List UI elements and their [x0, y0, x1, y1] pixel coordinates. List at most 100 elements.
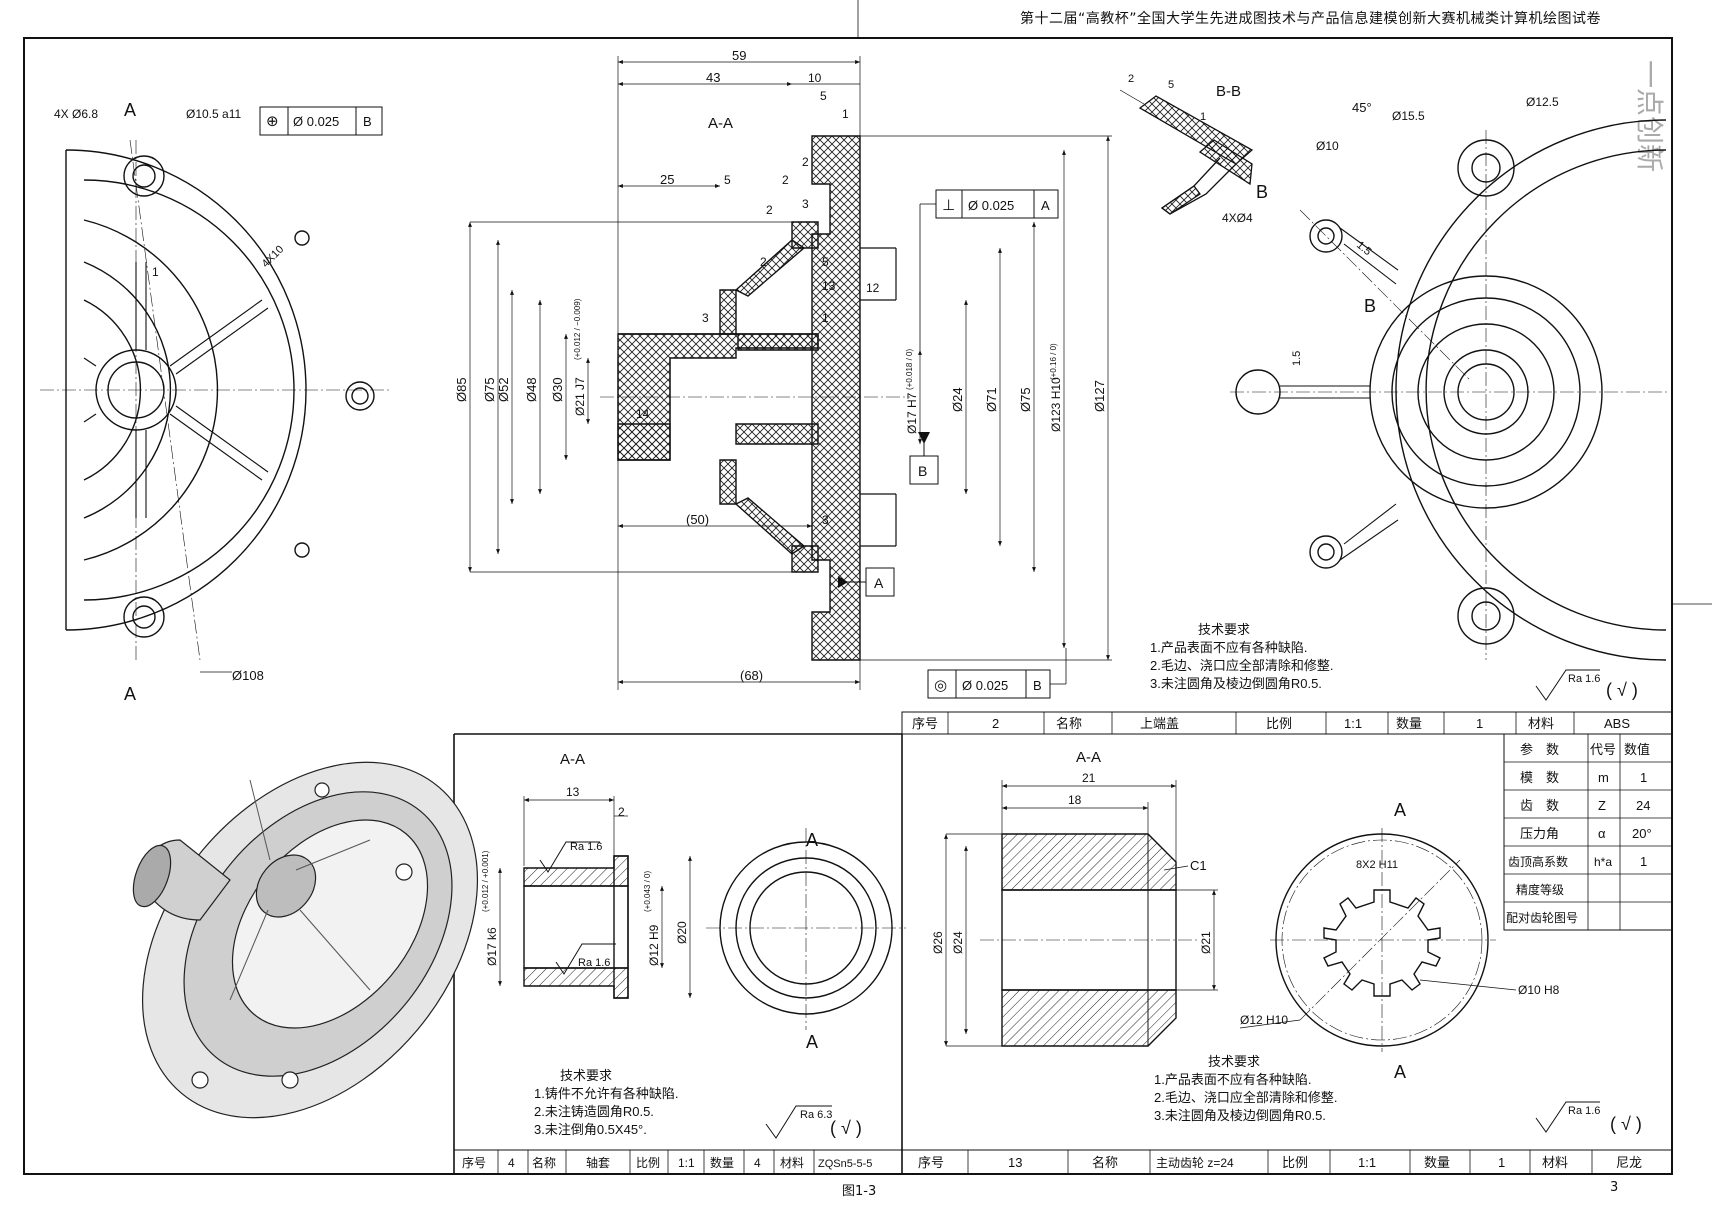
dim-2-a: 2	[782, 173, 789, 187]
datum-b-label: B	[918, 463, 927, 479]
section-letter-a-bottom: A	[124, 684, 136, 704]
dim-dia-75-l: Ø75	[482, 377, 497, 402]
tech-req-1-roughness: Ra 1.6	[1568, 673, 1600, 685]
tb-gear-label-scale: 比例	[1282, 1155, 1308, 1170]
rv-dim-1-5-b: 1.5	[1291, 351, 1303, 366]
gear-annotations: A-A 21 18 C1 Ø26 Ø24 Ø21 8X2 H11 Ø10 H8 …	[931, 749, 1642, 1134]
gdt-conc-datum: B	[1033, 678, 1042, 693]
gdt-perp-datum: A	[1041, 198, 1050, 213]
datum-a-box: A	[838, 567, 895, 597]
datum-a-label: A	[874, 575, 884, 591]
watermark: 一点创新	[1634, 60, 1665, 172]
bushing-roughness-1: Ra 1.6	[570, 841, 602, 853]
gdt-position-frame: ⊕ Ø 0.025 B	[259, 106, 383, 136]
tb-bushing-val-scale: 1:1	[678, 1156, 695, 1170]
rv-section-letter-b-1: B	[1256, 182, 1268, 202]
datum-b-box: B	[909, 432, 939, 485]
gp-row-3-val: 20°	[1632, 826, 1652, 841]
bushing-tol-k6: (+0.012 / +0.001)	[481, 850, 490, 912]
gear-parameter-table-text: 参 数 代号 数值 模 数 m 1 齿 数 Z 24 压力角 α 20° 齿顶高…	[1506, 742, 1652, 925]
gear-dim-dia-24: Ø24	[951, 931, 965, 954]
section-aa-main	[468, 56, 1112, 690]
bushing-dim-dia-17: Ø17 k6	[485, 927, 499, 966]
gdt-position-datum: B	[363, 114, 372, 129]
tech-req-1-check: ( √ )	[1606, 680, 1638, 700]
gdt-perpendicularity-frame: ⊥ Ø 0.025 A	[919, 189, 1059, 350]
gear-dim-c1: C1	[1190, 858, 1207, 873]
section-aa-title: A-A	[708, 115, 733, 132]
gear-parameter-table	[1503, 733, 1673, 931]
isometric-view	[132, 761, 479, 1119]
tech-req-1-title: 技术要求	[1198, 622, 1250, 637]
tb-cover-val-qty: 1	[1476, 716, 1483, 731]
tb-bushing-label-mat: 材料	[780, 1156, 804, 1170]
cover-back-view-annotations: 45° Ø15.5 Ø12.5 Ø10 4XØ4 1.5 1.5 B B	[1222, 95, 1559, 366]
tb-bushing-val-name: 轴套	[586, 1155, 610, 1170]
gear-section	[944, 780, 1218, 1047]
dim-1-top: 1	[842, 107, 849, 121]
tb-gear-label-no: 序号	[918, 1155, 944, 1170]
rv-dim-dia-10: Ø10	[1316, 139, 1339, 153]
dim-2-b: 2	[802, 155, 809, 169]
bushing-dim-2: 2	[618, 805, 625, 819]
tb-gear-val-scale: 1:1	[1358, 1155, 1376, 1170]
gear-dim-21: 21	[1082, 771, 1096, 785]
gp-row-2-val: 24	[1636, 798, 1650, 813]
gear-section-letter-2: A	[1394, 1062, 1406, 1082]
bushing-tech-line-3: 3.未注倒角0.5X45°.	[534, 1122, 647, 1137]
rv-dim-dia-15-5: Ø15.5	[1392, 109, 1425, 123]
gear-tech-line-1: 1.产品表面不应有各种缺陷.	[1154, 1072, 1311, 1087]
rv-section-letter-b-2: B	[1364, 296, 1376, 316]
bushing-roughness-3: Ra 6.3	[800, 1109, 832, 1121]
gdt-conc-symbol: ◎	[934, 677, 947, 694]
gp-header-value: 数值	[1624, 742, 1650, 757]
cover-front-view	[40, 139, 390, 661]
dim-3-b: 3	[702, 311, 709, 325]
tb-cover-label-mat: 材料	[1528, 716, 1554, 731]
gdt-concentricity-frame: ◎ Ø 0.025 B	[927, 648, 1067, 699]
bushing-tech-title: 技术要求	[560, 1068, 612, 1083]
tech-req-1-line-2: 2.毛边、浇口应全部清除和修整.	[1150, 658, 1333, 673]
bushing-annotations: A-A 13 2 Ø17 k6 (+0.012 / +0.001) Ø12 H9…	[481, 751, 862, 1139]
page-number: 3	[1610, 1180, 1619, 1195]
section-bb-annotations: B-B 2 5 1	[1128, 73, 1241, 123]
rv-dim-holes: 4XØ4	[1222, 211, 1253, 225]
gp-header-code: 代号	[1590, 742, 1616, 757]
dim-dia-48: Ø48	[524, 377, 539, 402]
bushing-roughness-2: Ra 1.6	[578, 957, 610, 969]
tb-gear-val-no: 13	[1008, 1155, 1022, 1170]
dim-rib-width: 4X10	[260, 243, 287, 270]
dim-dia-123-h10: Ø123 H10	[1049, 377, 1063, 432]
bushing-tech-line-2: 2.未注铸造圆角R0.5.	[534, 1104, 654, 1119]
bushing-tol-h9: (+0.043 / 0)	[643, 871, 652, 912]
gp-row-4-name: 齿顶高系数	[1508, 854, 1568, 869]
tb-cover-val-name: 上端盖	[1140, 716, 1179, 731]
dim-13: 13	[822, 279, 836, 293]
gp-row-3-code: α	[1598, 826, 1606, 841]
dim-3-c: 3	[822, 513, 829, 527]
tb-cover-val-scale: 1:1	[1344, 716, 1362, 731]
cover-front-view-annotations: A A 4X Ø6.8 Ø10.5 a11 ⊕ Ø 0.025 B 4X10 1…	[54, 100, 383, 704]
dim-2-d: 2	[760, 255, 767, 269]
bushing-tech-line-1: 1.铸件不允许有各种缺陷.	[534, 1086, 678, 1101]
figure-caption: 图1-3	[842, 1184, 877, 1199]
tol-h10: (+0.16 / 0)	[1049, 343, 1058, 380]
tol-j7: (+0.012 / −0.009)	[573, 298, 582, 360]
dim-5-mid: 5	[724, 173, 731, 187]
rv-dim-45: 45°	[1352, 100, 1372, 115]
bb-dim-1: 1	[1200, 111, 1206, 123]
tb-gear-label-name: 名称	[1092, 1155, 1118, 1170]
tb-gear-val-name: 主动齿轮 z=24	[1156, 1156, 1234, 1170]
dim-dia-30: Ø30	[550, 377, 565, 402]
rv-dim-dia-12-5: Ø12.5	[1526, 95, 1559, 109]
titleblock-bushing: 序号 4 名称 轴套 比例 1:1 数量 4 材料 ZQSn5-5-5	[453, 1149, 903, 1175]
dim-25: 25	[660, 172, 674, 187]
dim-ref-50: (50)	[686, 512, 709, 527]
section-bb-title: B-B	[1216, 83, 1241, 100]
tb-gear-label-qty: 数量	[1424, 1155, 1450, 1170]
bushing-title: A-A	[560, 751, 585, 768]
dim-14: 14	[636, 407, 650, 421]
gp-header-param: 参 数	[1520, 742, 1559, 757]
gear-dim-dia-26: Ø26	[931, 931, 945, 954]
